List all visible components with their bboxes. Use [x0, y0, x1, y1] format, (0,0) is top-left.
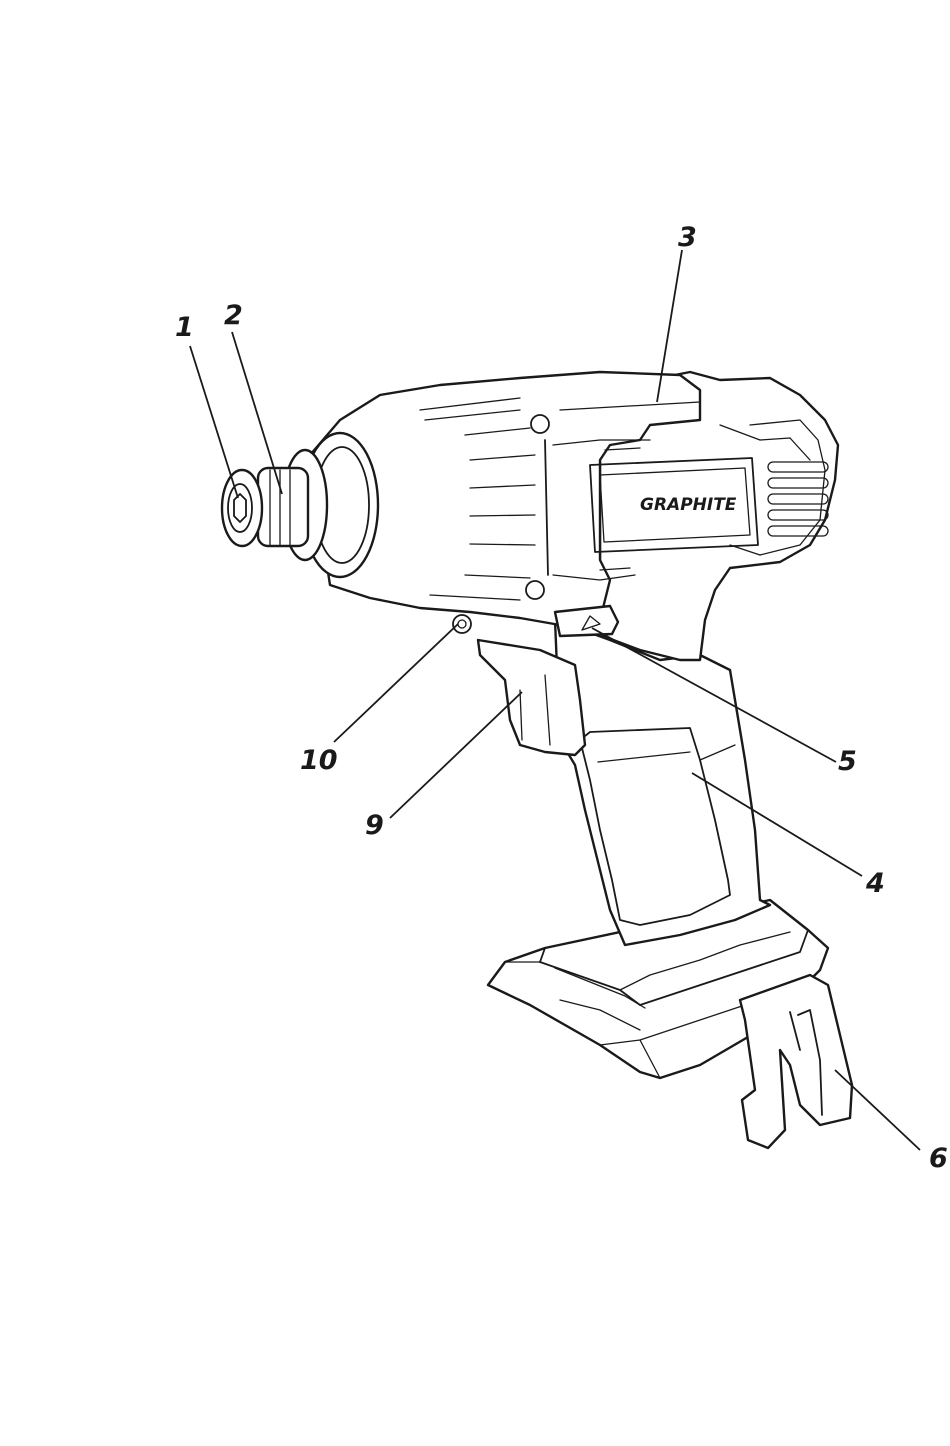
direction-switch: [555, 606, 618, 636]
leader-10: [334, 624, 458, 742]
callout-6: 6: [929, 1143, 948, 1174]
callout-5: 5: [838, 746, 857, 777]
callout-10: 10: [300, 745, 338, 776]
leader-1: [190, 346, 238, 498]
belt-clip: [740, 975, 852, 1148]
led-light: [453, 615, 471, 633]
callout-9: 9: [365, 810, 384, 841]
bit-holder-chuck: [222, 468, 308, 546]
callout-3: 3: [678, 222, 697, 253]
brand-logo: GRAPHITE: [640, 495, 737, 515]
leader-9: [390, 692, 522, 818]
callout-1: 1: [175, 312, 194, 343]
grip-handle: [555, 620, 770, 945]
callout-4: 4: [865, 868, 885, 899]
callout-2: 2: [224, 300, 243, 331]
